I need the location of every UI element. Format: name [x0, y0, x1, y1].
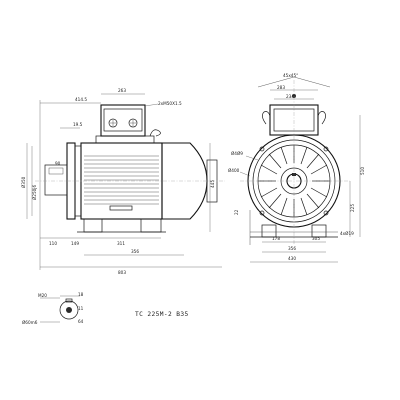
- shaft-section-icon: [59, 300, 79, 320]
- dim-height-right: 510: [360, 167, 365, 175]
- detail-key-w: 18: [78, 292, 84, 297]
- dim-cable-gland: 2xM50X1.5: [158, 101, 182, 106]
- dim-pcd-left: Ø4Ø9: [231, 151, 243, 156]
- dim-small-offset: 19.5: [73, 122, 83, 127]
- dim-top-offset: 414.5: [75, 97, 87, 102]
- foot-right: [140, 218, 162, 233]
- dim-tb-top: 283: [277, 85, 285, 90]
- shaft: [44, 164, 68, 196]
- detail-shaft-d: Ø60m6: [22, 320, 38, 325]
- eyebolt-icon: [149, 129, 161, 137]
- svg-text:22: 22: [234, 209, 239, 215]
- gland-right-icon: [128, 118, 138, 128]
- dim-under-left: 110: [49, 241, 57, 246]
- dim-shaft-dia: 90: [55, 161, 61, 166]
- dim-tb-mid: 234: [286, 94, 294, 99]
- dim-base-overall: 430: [288, 256, 296, 261]
- front-view: 45x45° 283 234: [228, 73, 365, 263]
- dim-pcd-right: Ø400: [228, 168, 240, 173]
- terminal-box: [100, 104, 146, 137]
- detail-thread: M20: [38, 293, 47, 298]
- dim-base-right: 305: [312, 236, 320, 241]
- drawing-title: TC 225M-2 B35: [135, 311, 189, 318]
- dim-base-356: 356: [288, 246, 296, 251]
- gland-left-icon: [108, 118, 118, 128]
- dim-overall-len: 803: [118, 270, 126, 275]
- dim-flange-spigot: Ø250j6: [32, 185, 37, 200]
- dim-foot-holes: 4xØ19: [340, 231, 354, 236]
- side-view: 263 414.5 2xM50X1.5 19.5 Ø350 Ø250j6 90 …: [21, 88, 225, 275]
- dim-under-149: 149: [71, 241, 79, 246]
- dim-base-left: 178: [272, 236, 280, 241]
- dim-side-height: 445: [210, 180, 215, 188]
- foot-left: [83, 218, 103, 233]
- dim-angle: 45x45°: [283, 73, 298, 78]
- detail-key-h: 11: [78, 306, 84, 311]
- dim-top-terminal: 263: [118, 88, 126, 93]
- dim-shaft-height: 225: [350, 204, 355, 212]
- detail-key-len: 64: [78, 319, 84, 324]
- shaft-detail: 18 11 M20 Ø60m6 64: [22, 292, 84, 325]
- dim-under-311: 311: [117, 241, 125, 246]
- dim-under-356: 356: [131, 249, 139, 254]
- dim-flange-outer: Ø350: [21, 176, 26, 188]
